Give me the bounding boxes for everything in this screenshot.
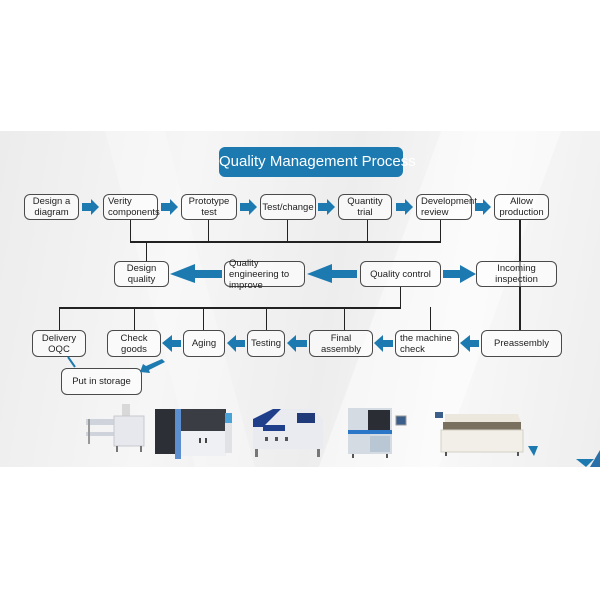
machine-reflow-oven bbox=[435, 412, 524, 456]
connector-line bbox=[203, 307, 204, 331]
connector-line bbox=[134, 307, 135, 331]
step-design-a-diagram: Design a diagram bbox=[24, 194, 79, 220]
step-quality-control: Quality control bbox=[360, 261, 441, 287]
connector-line bbox=[130, 241, 441, 243]
connector-line bbox=[146, 241, 147, 261]
step-put-in-storage: Put in storage bbox=[61, 368, 142, 395]
machine-stencil-printer bbox=[155, 409, 232, 459]
step-allow-production: Allow production bbox=[494, 194, 549, 220]
step-the-machine-check: the machine check bbox=[395, 330, 459, 357]
machine-aoi-inspection bbox=[348, 408, 407, 458]
step-test-change: Test/change bbox=[260, 194, 316, 220]
step-verity-components: Verity components bbox=[103, 194, 160, 220]
connector-line bbox=[59, 307, 401, 309]
step-check-goods: Check goods bbox=[107, 330, 161, 357]
step-testing: Testing bbox=[247, 330, 285, 357]
step-quality-engineering-to-improve: Quality engineering to improve bbox=[224, 258, 305, 291]
step-design-quality: Design quality bbox=[114, 261, 169, 287]
connector-line bbox=[208, 220, 209, 241]
connector-line bbox=[266, 307, 267, 331]
decorative-triangles bbox=[528, 446, 600, 467]
step-delivery-oqc: Delivery OQC bbox=[32, 330, 86, 357]
step-incoming-inspection: Incoming inspection bbox=[476, 261, 557, 287]
step-preassembly: Preassembly bbox=[481, 330, 562, 357]
connector-line bbox=[59, 307, 60, 331]
step-quantity-trial: Quantity trial bbox=[338, 194, 392, 220]
step-final-assembly: Final assembly bbox=[309, 330, 373, 357]
step-aging: Aging bbox=[183, 330, 225, 357]
connector-line bbox=[344, 307, 345, 331]
step-development-review: Development review bbox=[416, 194, 477, 220]
machine-pick-and-place bbox=[253, 409, 323, 457]
step-prototype-test: Prototype test bbox=[181, 194, 237, 220]
connector-line bbox=[400, 287, 401, 308]
connector-line bbox=[367, 220, 368, 241]
connector-line bbox=[287, 220, 288, 241]
connector-line bbox=[440, 220, 441, 241]
connector-line bbox=[430, 307, 431, 331]
connector-line bbox=[130, 220, 131, 241]
diagram-title: Quality Management Process bbox=[219, 147, 416, 177]
machine-pcb-loader bbox=[86, 404, 145, 452]
